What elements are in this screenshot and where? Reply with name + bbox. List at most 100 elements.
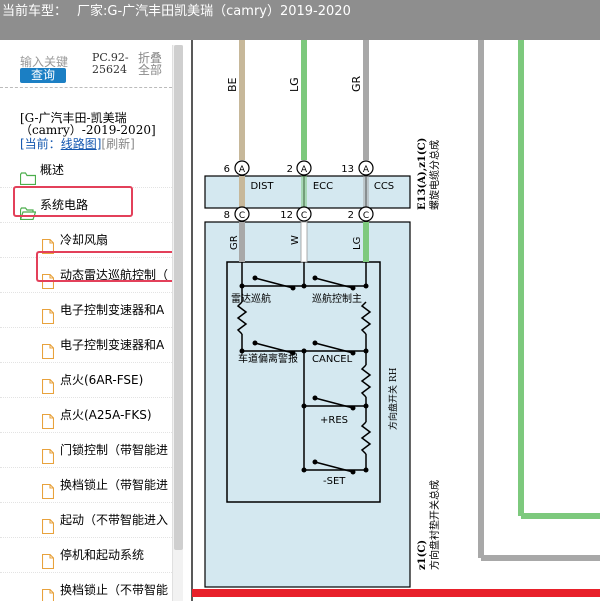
tree-item-label: 换档锁止（不带智能 <box>60 583 169 597</box>
tree-item[interactable]: 冷却风扇 <box>0 223 172 258</box>
document-icon <box>41 408 55 432</box>
collapse-all-button[interactable]: 折叠全部 <box>138 51 163 77</box>
pin-letter-bottom-1: C <box>239 211 245 221</box>
tree-item-label: 概述 <box>40 163 65 177</box>
switch-label-lane: 车道偏离警报 <box>238 352 298 365</box>
title-bar: 当前车型： 厂家:G-广汽丰田凯美瑞（camry）2019-2020 <box>0 0 600 40</box>
pad-switch-name: 方向盘衬垫开关总成 <box>428 480 441 570</box>
switch-label-cancel: CANCEL <box>312 354 353 365</box>
document-icon <box>41 338 55 362</box>
wiring-diagram-svg: BE LG GR 6 A 2 A 13 A <box>191 40 600 601</box>
tree-item-label: 系统电路 <box>40 198 89 212</box>
wire-label-gr: GR <box>350 75 363 92</box>
refresh-link[interactable]: [刷新] <box>101 137 135 151</box>
pin-circle-top-3 <box>358 160 374 176</box>
switch-circuit <box>236 262 372 473</box>
search-area: 输入关键 查询 PC.92-25624 折叠全部 <box>0 40 172 100</box>
pin-circle-top-2 <box>296 160 312 176</box>
pin-letter-top-1: A <box>239 165 246 175</box>
document-icon <box>41 373 55 397</box>
pin-number-bottom-1: 8 <box>224 210 230 221</box>
pin-number-top-2: 2 <box>287 164 293 175</box>
wire-label-lg: LG <box>288 77 301 92</box>
switch-label-res: +RES <box>320 415 348 426</box>
sidebar-scrollbar[interactable] <box>172 45 183 601</box>
wire-label-mid-w: W <box>290 235 301 245</box>
spiral-connector-id: E13(A),z1(C) <box>417 138 428 210</box>
highlight-system-circuit <box>13 186 133 217</box>
search-button[interactable]: 查询 <box>20 68 66 83</box>
document-icon <box>41 583 55 601</box>
frame-bottom-red-bar <box>192 589 600 597</box>
pin-number-bottom-2: 12 <box>280 210 293 221</box>
scrollbar-thumb[interactable] <box>174 45 183 550</box>
pin-letter-top-2: A <box>301 165 308 175</box>
pin-circle-top-1 <box>234 160 250 176</box>
switch-label-radar: 雷达巡航 <box>231 292 271 305</box>
vehicle-title: [G-广汽丰田-凯美瑞（camry）-2019-2020] <box>20 111 156 137</box>
tree-item[interactable]: 概述 <box>0 153 172 188</box>
document-icon <box>41 513 55 537</box>
tree-item-label: 电子控制变速器和A <box>60 303 165 317</box>
document-icon <box>41 548 55 572</box>
pin-number-bottom-3: 2 <box>348 210 354 221</box>
tree-item[interactable]: 停机和起动系统 <box>0 538 172 573</box>
pin-circle-bottom-3 <box>358 206 374 222</box>
tree-item[interactable]: 点火(A25A-FKS) <box>0 398 172 433</box>
pad-connector-id: z1(C) <box>417 540 428 570</box>
tree-item[interactable]: 起动（不带智能进入 <box>0 503 172 538</box>
folder-icon <box>19 164 37 187</box>
tree-item-label: 冷却风扇 <box>60 233 109 247</box>
tree-item[interactable]: 换档锁止（不带智能 <box>0 573 172 601</box>
wire-label-be: BE <box>226 77 239 92</box>
wire-label-mid-gr: GR <box>229 235 240 250</box>
tree-item-label: 门锁控制（带智能进 <box>60 443 169 457</box>
current-view-link[interactable]: 线路图 <box>60 137 97 151</box>
current-prefix: [当前： <box>20 137 61 151</box>
document-icon <box>41 478 55 502</box>
tree-item-label: 换档锁止（带智能进 <box>60 478 169 492</box>
document-icon <box>41 303 55 327</box>
spiral-label-ecc: ECC <box>313 181 333 192</box>
steering-switch-label: 方向盘开关 RH <box>387 367 399 430</box>
switch-label-set: -SET <box>323 476 346 487</box>
spiral-label-ccs: CCS <box>374 181 394 192</box>
tree-item-label: 点火(6AR-FSE) <box>60 373 144 387</box>
pin-letter-bottom-3: C <box>363 211 369 221</box>
pc-code: PC.92-25624 <box>92 51 129 76</box>
sidebar: 输入关键 查询 PC.92-25624 折叠全部 [G-广汽丰田-凯美瑞（cam… <box>0 40 185 601</box>
spiral-cable-name: 螺旋电缆分总成 <box>428 140 441 210</box>
pin-number-top-1: 6 <box>224 164 230 175</box>
pin-letter-top-3: A <box>363 165 370 175</box>
tree-item-label: 点火(A25A-FKS) <box>60 408 152 422</box>
tree-item-label: 停机和起动系统 <box>60 548 145 562</box>
tree-item[interactable]: 换档锁止（带智能进 <box>0 468 172 503</box>
tree-item[interactable]: 门锁控制（带智能进 <box>0 433 172 468</box>
tree-item[interactable]: 点火(6AR-FSE) <box>0 363 172 398</box>
wire-w-mid <box>300 221 308 263</box>
title-prefix: 当前车型： <box>2 4 68 19</box>
pin-circle-bottom-2 <box>296 206 312 222</box>
highlight-radar-cruise <box>36 251 173 282</box>
spiral-label-dist: DIST <box>250 181 274 192</box>
wiring-diagram[interactable]: BE LG GR 6 A 2 A 13 A <box>185 40 600 601</box>
tree-item-label: 电子控制变速器和A <box>60 338 165 352</box>
wire-label-mid-lg: LG <box>352 237 363 250</box>
current-suffix: ] <box>96 137 102 151</box>
search-input[interactable]: 输入关键 <box>20 55 69 69</box>
tree-item[interactable]: 电子控制变速器和A <box>0 328 172 363</box>
tree-item[interactable]: 电子控制变速器和A <box>0 293 172 328</box>
junction-dots <box>239 275 369 475</box>
steering-pad-box <box>204 221 411 588</box>
tree-item-label: 动态雷达巡航控制（ <box>60 268 169 282</box>
current-view-line: [当前：线路图][刷新] <box>20 138 135 150</box>
tree-item-label: 起动（不带智能进入 <box>60 513 169 527</box>
vehicle-model-title: 厂家:G-广汽丰田凯美瑞（camry）2019-2020 <box>77 4 351 19</box>
pin-circle-bottom-1 <box>234 206 250 222</box>
switch-label-cruise-main: 巡航控制主 <box>312 292 362 305</box>
pin-number-top-3: 13 <box>341 164 354 175</box>
pin-letter-bottom-2: C <box>301 211 307 221</box>
document-icon <box>41 443 55 467</box>
divider <box>0 87 172 88</box>
